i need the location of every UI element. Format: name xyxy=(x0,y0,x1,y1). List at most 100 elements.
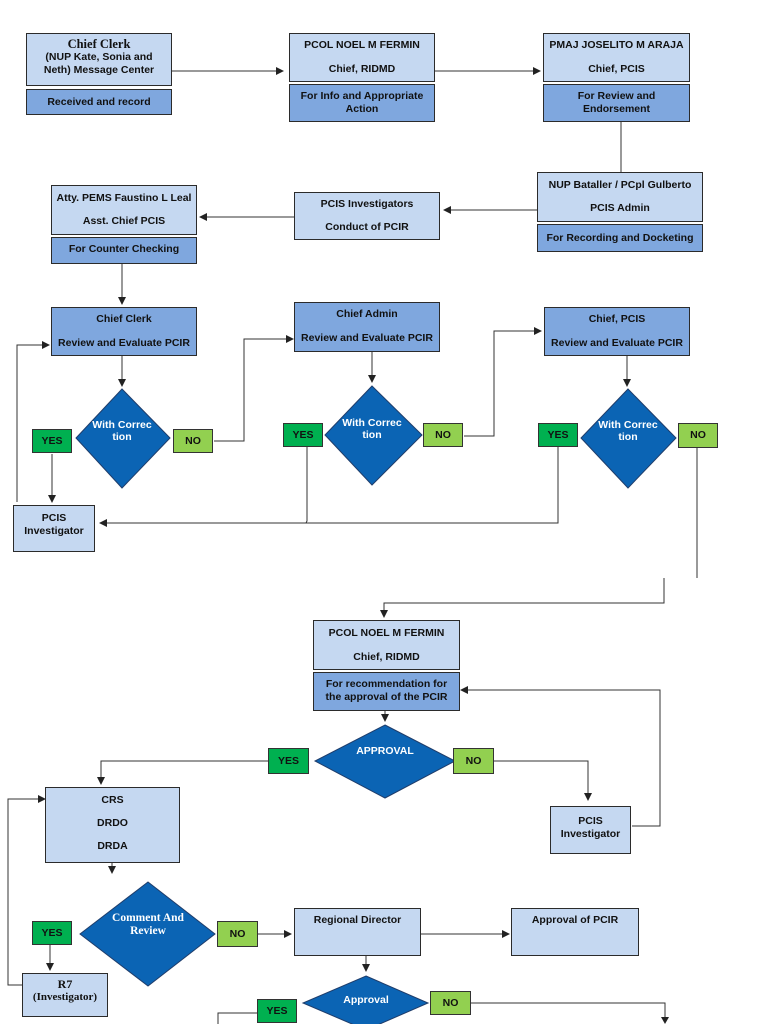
box-line: (NUP Kate, Sonia and xyxy=(45,51,153,63)
chief-clerk-review-box: Chief Clerk Review and Evaluate PCIR xyxy=(51,307,197,356)
box-line: Review and Evaluate PCIR xyxy=(551,337,683,349)
yes-tag-1: YES xyxy=(32,429,72,453)
box-line: Review and Evaluate PCIR xyxy=(58,337,190,349)
decision-diamond-approval xyxy=(313,724,457,799)
leal-box: Atty. PEMS Faustino L Leal Asst. Chief P… xyxy=(51,185,197,235)
decision-line: Comment xyxy=(112,912,161,924)
araja-box: PMAJ JOSELITO M ARAJA Chief, PCIS xyxy=(543,33,690,82)
fermin-top-box: PCOL NOEL M FERMIN Chief, RIDMD xyxy=(289,33,435,82)
box-line: CRS xyxy=(101,794,124,806)
box-line: Chief Clerk xyxy=(96,313,152,325)
pcis-investigator-right-box: PCIS Investigator xyxy=(550,806,631,854)
yes-tag-approval: YES xyxy=(268,748,309,774)
no-tag-comment: NO xyxy=(217,921,258,947)
yes-tag-comment: YES xyxy=(32,921,72,945)
decision-diamond-comment-review xyxy=(79,881,216,987)
decision-diamond-with-correction-1 xyxy=(75,388,171,489)
decision-diamond-with-correction-2 xyxy=(324,385,423,486)
box-line: PCIS xyxy=(41,512,67,524)
review-endorse-box: For Review and Endorsement xyxy=(543,84,690,122)
received-record-box: Received and record xyxy=(26,89,172,115)
box-line: Review and Evaluate PCIR xyxy=(301,332,433,344)
box-line: Chief, PCIS xyxy=(588,313,646,325)
decision-line: With xyxy=(598,419,621,431)
box-line: Conduct of PCIR xyxy=(325,221,409,233)
decision-line: APPROVAL xyxy=(356,745,414,757)
box-line: DRDO xyxy=(97,817,128,829)
decision-line: tion xyxy=(618,431,638,443)
recording-docketing-box: For Recording and Docketing xyxy=(537,224,703,252)
box-line: Chief, RIDMD xyxy=(353,651,420,663)
box-line: PCIS Investigators xyxy=(320,198,414,210)
box-line: Neth) Message Center xyxy=(43,64,155,76)
box-line: For Info and Appropriate xyxy=(300,90,424,102)
decision-line: tion xyxy=(112,431,132,443)
regional-director-box: Regional Director xyxy=(294,908,421,956)
box-line: the approval of the PCIR xyxy=(325,691,448,703)
yes-tag-3: YES xyxy=(538,423,578,447)
fermin-mid-box: PCOL NOEL M FERMIN Chief, RIDMD xyxy=(313,620,460,670)
box-line: Received and record xyxy=(47,96,151,108)
decision-diamond-with-correction-3 xyxy=(580,388,677,489)
no-tag-approval: NO xyxy=(453,748,494,774)
box-line: For Counter Checking xyxy=(68,243,180,255)
decision-text-comment-review: Comment And Review xyxy=(108,912,188,938)
chief-admin-review-box: Chief Admin Review and Evaluate PCIR xyxy=(294,302,440,352)
decision-line: Correc xyxy=(117,419,152,431)
box-line: DRDA xyxy=(97,840,128,852)
no-tag-2: NO xyxy=(423,423,463,447)
decision-line: Approval xyxy=(343,994,389,1006)
box-line: Investigator xyxy=(560,828,621,840)
box-line: (Investigator) xyxy=(32,991,98,1003)
crs-box: CRS DRDO DRDA xyxy=(45,787,180,863)
decision-line: Review xyxy=(130,925,166,937)
decision-line: Correc xyxy=(623,419,658,431)
no-tag-approval-2: NO xyxy=(430,991,471,1015)
box-line: PCIS xyxy=(578,815,603,827)
counter-checking-box: For Counter Checking xyxy=(51,237,197,264)
chief-clerk-header-box: Chief Clerk (NUP Kate, Sonia and Neth) M… xyxy=(26,33,172,86)
box-line: Action xyxy=(345,103,379,115)
yes-tag-2: YES xyxy=(283,423,323,447)
pcis-investigator-left-box: PCIS Investigator xyxy=(13,505,95,552)
box-line: Chief, RIDMD xyxy=(328,63,396,75)
decision-line: With xyxy=(342,417,365,429)
box-line: Chief Admin xyxy=(336,308,398,320)
box-line: Asst. Chief PCIS xyxy=(82,215,166,227)
box-line: For Recording and Docketing xyxy=(546,232,694,244)
box-line: Chief, PCIS xyxy=(588,63,645,75)
box-line: For Review and xyxy=(577,90,656,102)
chief-pcis-review-box: Chief, PCIS Review and Evaluate PCIR xyxy=(544,307,690,356)
decision-line: Correc xyxy=(367,417,402,429)
box-line: PMAJ JOSELITO M ARAJA xyxy=(549,39,684,51)
decision-diamond-approval-2 xyxy=(301,975,430,1024)
decision-line: And xyxy=(162,912,184,924)
no-tag-3: NO xyxy=(678,423,718,448)
box-line: Approval of PCIR xyxy=(531,914,619,926)
bataller-box: NUP Bataller / PCpl Gulberto PCIS Admin xyxy=(537,172,703,222)
decision-line: With xyxy=(92,419,115,431)
decision-text-approval: APPROVAL xyxy=(335,745,435,757)
box-line: For recommendation for xyxy=(325,678,448,690)
box-line: R7 xyxy=(57,977,73,991)
decision-text-2: With Correc tion xyxy=(342,417,402,441)
box-line: Chief Clerk xyxy=(67,37,131,51)
box-line: Endorsement xyxy=(582,103,651,115)
box-line: PCOL NOEL M FERMIN xyxy=(328,627,445,639)
r7-box: R7 (Investigator) xyxy=(22,973,108,1017)
yes-tag-approval-2: YES xyxy=(257,999,297,1023)
decision-line: tion xyxy=(362,429,382,441)
decision-text-3: With Correc tion xyxy=(598,419,658,443)
info-action-box: For Info and Appropriate Action xyxy=(289,84,435,122)
box-line: PCIS Admin xyxy=(590,202,650,214)
box-line: PCOL NOEL M FERMIN xyxy=(304,39,420,51)
box-line: NUP Bataller / PCpl Gulberto xyxy=(548,179,692,191)
pcis-investigators-box: PCIS Investigators Conduct of PCIR xyxy=(294,192,440,240)
decision-text-approval-2: Approval xyxy=(321,994,411,1006)
box-line: Regional Director xyxy=(313,914,402,926)
no-tag-1: NO xyxy=(173,429,213,453)
box-line: Atty. PEMS Faustino L Leal xyxy=(56,192,192,204)
decision-text-1: With Correc tion xyxy=(92,419,152,443)
recommendation-box: For recommendation for the approval of t… xyxy=(313,672,460,711)
